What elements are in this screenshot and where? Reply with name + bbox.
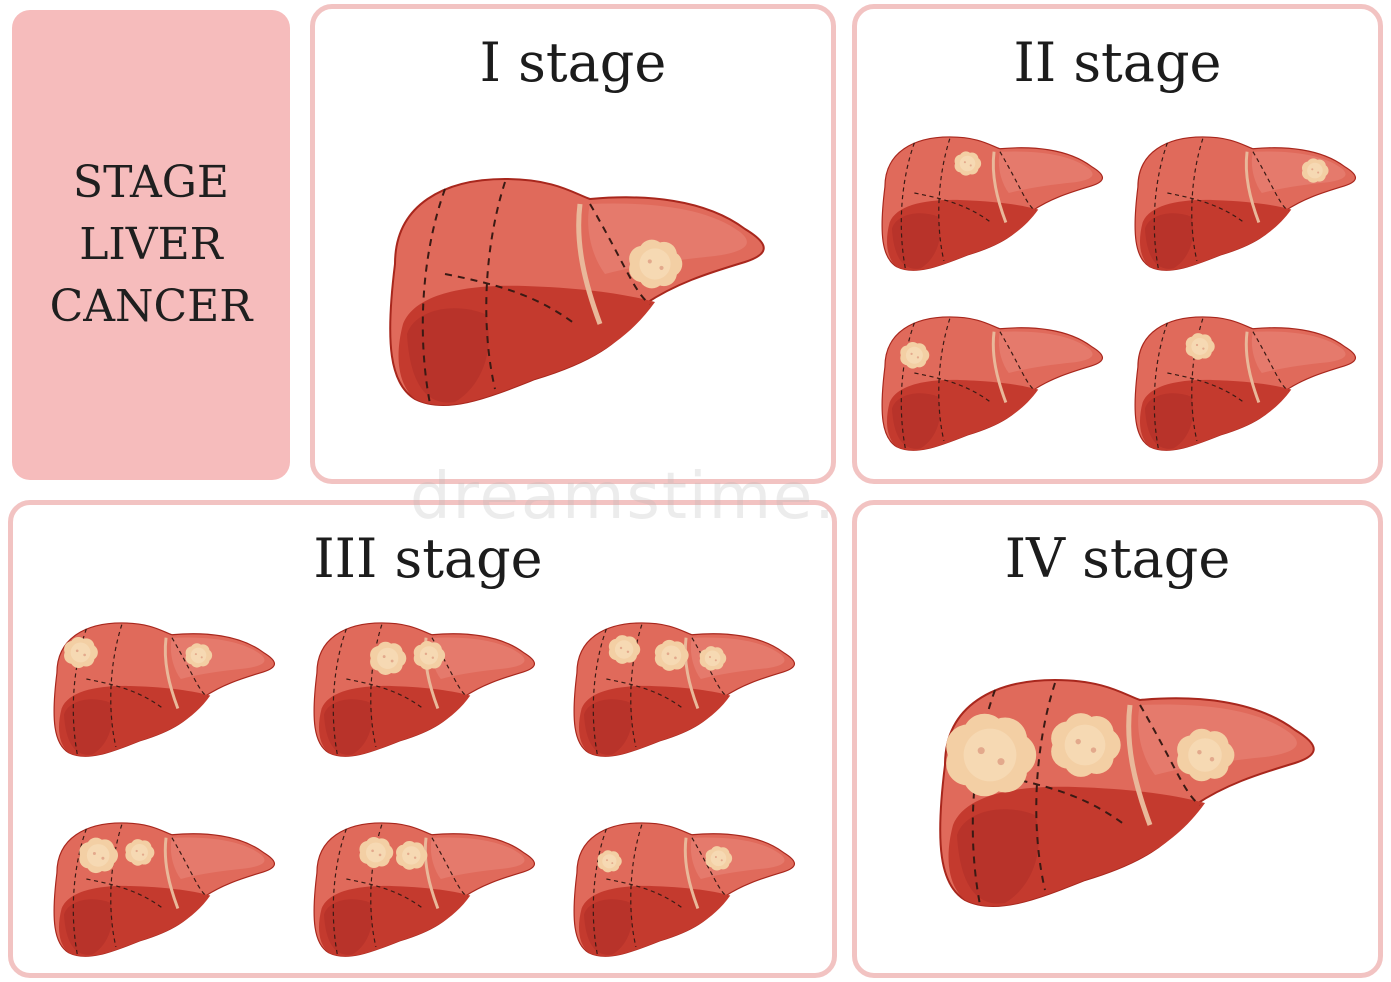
- stage-4-liver-art: [857, 505, 1378, 973]
- liver-icon: [314, 623, 534, 756]
- liver-icon: [574, 823, 794, 956]
- title-line-2: LIVER: [79, 214, 223, 276]
- stage-3-panel: III stage: [8, 500, 837, 978]
- liver-icon: [1135, 317, 1355, 450]
- liver-icon: [574, 623, 794, 756]
- liver-icon: [314, 823, 534, 956]
- title-line-3: CANCER: [50, 276, 253, 338]
- stage-2-panel: II stage: [852, 4, 1383, 484]
- stage-2-liver-art: [857, 9, 1378, 479]
- liver-icon: [1135, 137, 1355, 270]
- liver-icon: [882, 317, 1102, 450]
- liver-icon: [54, 823, 274, 956]
- liver-icon: [390, 179, 764, 405]
- stage-1-panel: I stage: [310, 4, 836, 484]
- title-line-1: STAGE: [73, 152, 229, 214]
- stage-4-panel: IV stage: [852, 500, 1383, 978]
- liver-icon: [882, 137, 1102, 270]
- watermark: dreamstime.: [410, 460, 837, 534]
- liver-icon: [940, 680, 1314, 906]
- diagram-title-box: STAGE LIVER CANCER: [12, 10, 290, 480]
- liver-icon: [54, 623, 274, 756]
- stage-3-liver-art: [13, 505, 832, 973]
- stage-1-liver-art: [315, 9, 831, 479]
